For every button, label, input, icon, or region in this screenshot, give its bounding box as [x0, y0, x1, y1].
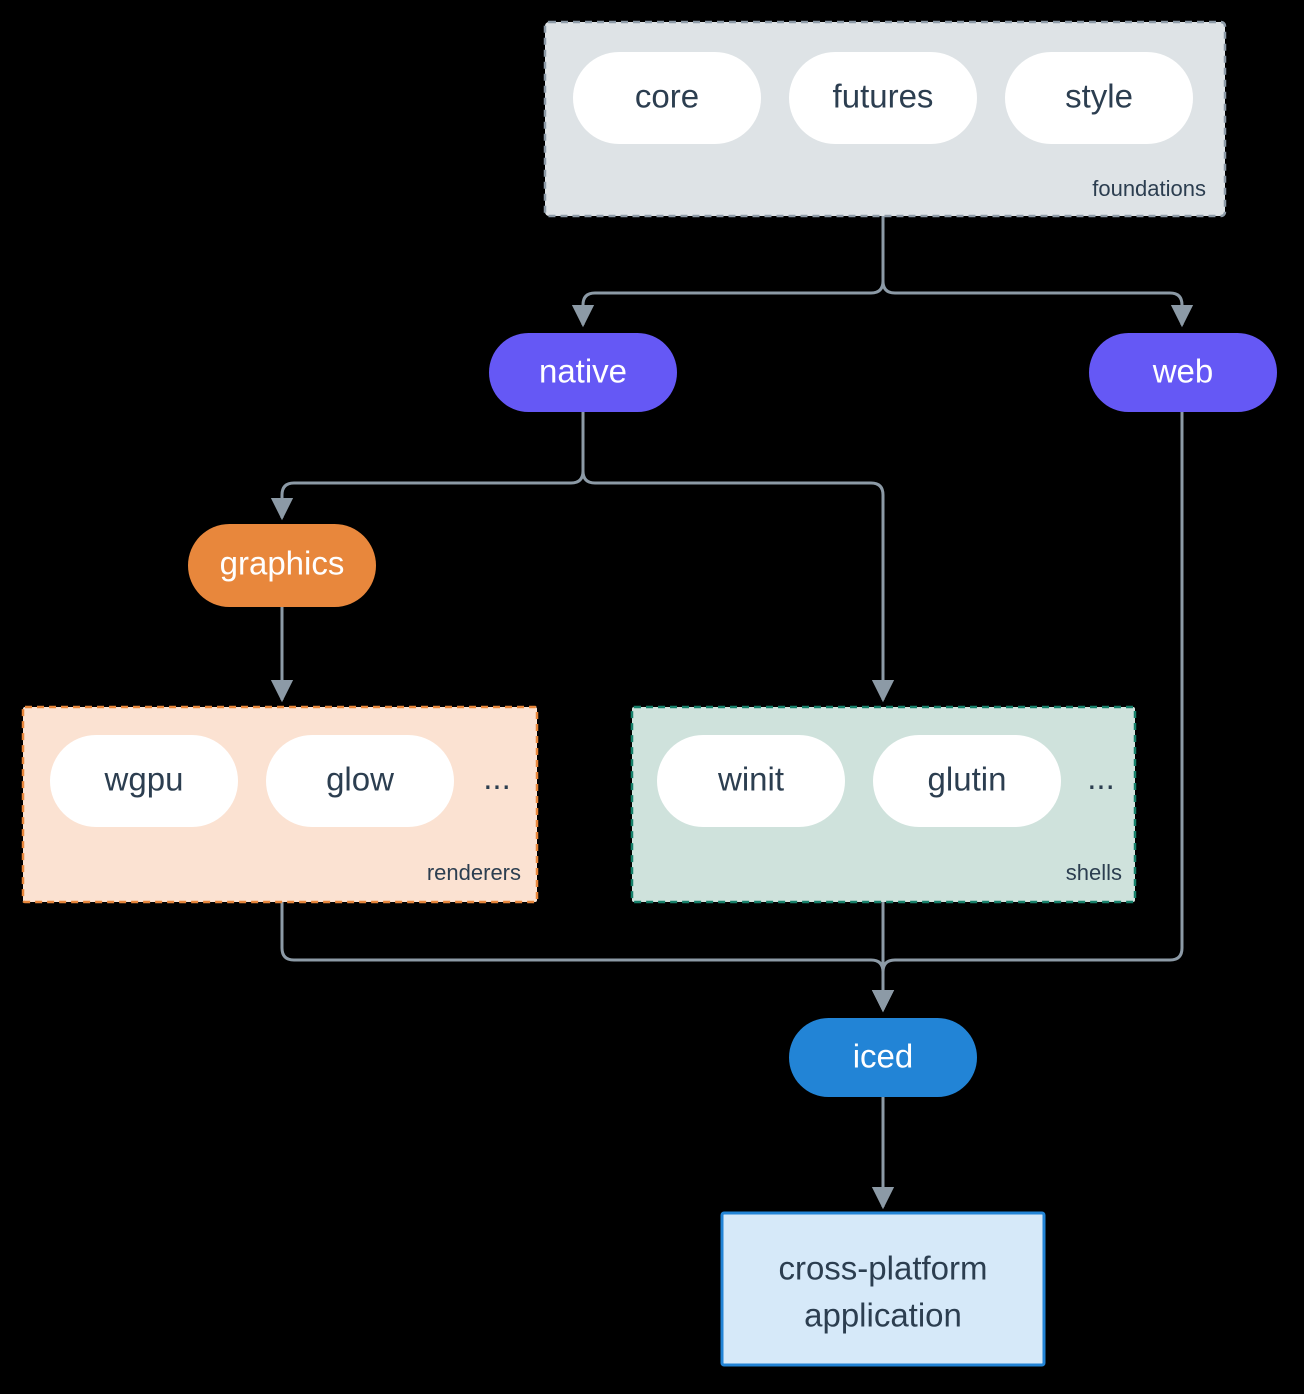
node-cross-platform-application[interactable]: cross-platform application — [720, 1211, 1046, 1367]
renderers-tag: renderers — [427, 860, 521, 885]
chip-wgpu-label: wgpu — [104, 761, 184, 798]
chip-glow-label: glow — [326, 761, 394, 798]
node-graphics-label: graphics — [220, 545, 345, 582]
edge-foundations-native — [571, 216, 885, 328]
chip-winit-label: winit — [717, 761, 784, 798]
node-web-label: web — [1152, 353, 1214, 390]
chip-core-label: core — [635, 78, 699, 115]
chip-core[interactable] — [573, 52, 761, 144]
shells-tag: shells — [1066, 860, 1122, 885]
edge-renderers-iced — [280, 902, 895, 1013]
edge-native-graphics — [270, 412, 585, 521]
node-native[interactable]: native — [489, 333, 677, 412]
chip-wgpu[interactable] — [50, 735, 238, 827]
node-native-label: native — [539, 353, 627, 390]
cluster-shells: winit glutin ... shells — [630, 705, 1137, 904]
application-label-line1: cross-platform — [778, 1250, 987, 1287]
application-label-line2: application — [804, 1297, 962, 1334]
application-box[interactable] — [720, 1211, 1046, 1367]
node-iced-label: iced — [853, 1038, 914, 1075]
chip-glutin-label: glutin — [928, 761, 1007, 798]
node-graphics[interactable]: graphics — [188, 524, 376, 607]
renderers-ellipsis: ... — [483, 759, 511, 796]
node-native-shape[interactable] — [489, 333, 677, 412]
edge-web-iced — [871, 412, 1184, 1013]
node-iced-shape[interactable] — [789, 1018, 977, 1097]
edge-layer — [270, 216, 1194, 1210]
foundations-tag: foundations — [1092, 176, 1206, 201]
node-iced[interactable]: iced — [789, 1018, 977, 1097]
shells-ellipsis: ... — [1087, 759, 1115, 796]
chip-style[interactable] — [1005, 52, 1193, 144]
node-web[interactable]: web — [1089, 333, 1277, 412]
node-graphics-shape[interactable] — [188, 524, 376, 607]
node-web-shape[interactable] — [1089, 333, 1277, 412]
cluster-foundations: core futures style foundations — [543, 20, 1227, 218]
chip-futures-label: futures — [833, 78, 934, 115]
chip-futures[interactable] — [789, 52, 977, 144]
edge-foundations-web — [881, 216, 1194, 328]
chip-winit[interactable] — [657, 735, 845, 827]
chip-style-label: style — [1065, 78, 1133, 115]
chip-glow[interactable] — [266, 735, 454, 827]
edge-native-shells — [581, 412, 895, 703]
cluster-renderers: wgpu glow ... renderers — [21, 705, 539, 904]
chip-glutin[interactable] — [873, 735, 1061, 827]
